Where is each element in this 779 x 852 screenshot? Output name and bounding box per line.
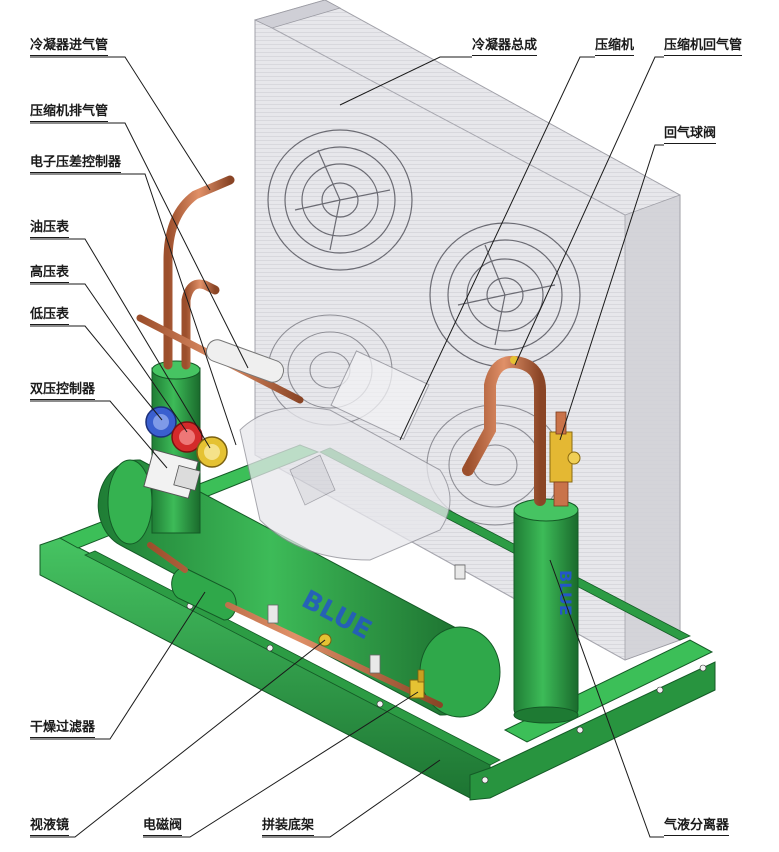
- condenser-assembly-label: 冷凝器总成: [472, 38, 538, 56]
- condenser-fan: [267, 129, 413, 271]
- compressor: [239, 350, 451, 561]
- dual-pressure-controller-label: 双压控制器: [30, 382, 96, 400]
- suction-ball-valve: [549, 411, 581, 507]
- compressor-discharge-pipe-label: 压缩机排气管: [30, 104, 109, 122]
- low-pressure-gauge: [145, 406, 177, 438]
- dual-pressure-controller: [143, 449, 201, 499]
- bracket: [267, 564, 466, 674]
- high-pressure-gauge: [171, 421, 203, 453]
- assembled-base-frame-label: 拼装底架: [262, 818, 315, 836]
- low-pressure-gauge-label: 低压表: [30, 307, 70, 325]
- leader-lines: [30, 56, 664, 838]
- compressor-discharge-pipe: [181, 279, 220, 370]
- compressor-suction-pipe-label: 压缩机回气管: [664, 38, 743, 56]
- brand-logo: BLUE: [556, 570, 575, 616]
- oil-pressure-gauge: [196, 436, 228, 468]
- electronic-pressure-diff-controller-label: 电子压差控制器: [30, 155, 122, 173]
- solenoid-valve-label: 电磁阀: [143, 818, 183, 836]
- oil-pressure-gauge-label: 油压表: [30, 220, 70, 238]
- gas-liquid-separator: BLUE: [513, 498, 579, 724]
- high-pressure-gauge-label: 高压表: [30, 265, 70, 283]
- solenoid-valve: [409, 669, 425, 699]
- liquid-line: [147, 542, 443, 708]
- compressor-label: 压缩机: [595, 38, 635, 56]
- gas-liquid-separator-label: 气液分离器: [664, 818, 730, 836]
- sight-glass-label: 视液镜: [30, 818, 70, 836]
- filter-dryer-label: 干燥过滤器: [30, 720, 96, 738]
- suction-ball-valve-label: 回气球阀: [664, 126, 717, 144]
- condenser-inlet-pipe-label: 冷凝器进气管: [30, 38, 109, 56]
